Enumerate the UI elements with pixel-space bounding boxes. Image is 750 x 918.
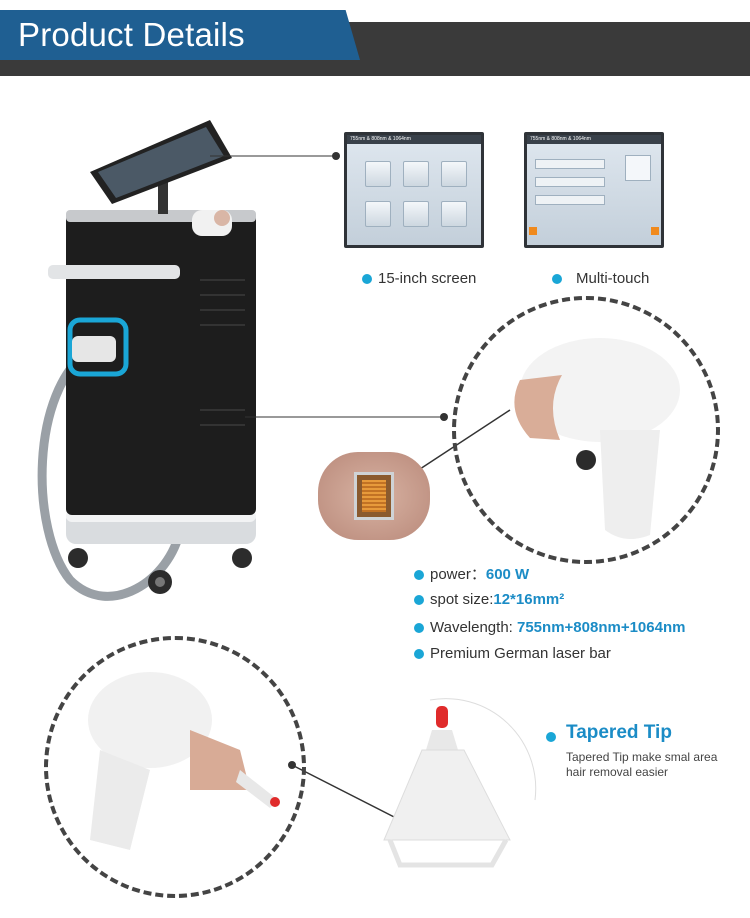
header-title-banner (0, 10, 360, 60)
tip-handpiece-circle (44, 636, 306, 898)
touch-screen-menu: 755nm & 808nm & 1064nm (344, 132, 484, 248)
pulse-width-row (535, 177, 605, 187)
tapered-tip-image (383, 698, 537, 868)
screen-topbar: 755nm & 808nm & 1064nm (347, 135, 481, 144)
screen-tile-face (365, 161, 391, 187)
touch-screen-settings: 755nm & 808nm & 1064nm (524, 132, 664, 248)
energy-row (535, 159, 605, 169)
screen-tile-arm (441, 161, 467, 187)
screen-topbar: 755nm & 808nm & 1064nm (527, 135, 661, 144)
bullet-dot-icon (414, 623, 424, 633)
cooling-plus-button (651, 227, 659, 235)
bullet-dot-icon (414, 649, 424, 659)
bullet-dot-icon (552, 274, 562, 284)
page-title: Product Details (18, 16, 245, 53)
caption-multi-touch: Multi-touch (552, 270, 649, 287)
laser-bar-glass (362, 480, 386, 512)
tip-title: Tapered Tip (566, 722, 672, 743)
orange-button (529, 227, 537, 235)
armpit-tile (625, 155, 651, 181)
tip-description: Tapered Tip make smal area hair removal … (566, 750, 718, 779)
laser-machine-image (37, 120, 256, 601)
tip-handpiece-image (88, 672, 280, 850)
screen-tile-armpit (403, 161, 429, 187)
spec-wavelength: Wavelength: 755nm+808nm+1064nm (414, 619, 685, 636)
screen-tile-leg (441, 201, 467, 227)
tip-bullet (546, 728, 562, 746)
bullet-dot-icon (546, 732, 556, 742)
caption-screen-size: 15-inch screen (362, 270, 476, 287)
spec-laser-bar: Premium German laser bar (414, 645, 611, 662)
bullet-dot-icon (414, 595, 424, 605)
spec-spot-size: spot size:12*16mm² (414, 591, 564, 608)
screen-tile-body (365, 201, 391, 227)
bullet-dot-icon (414, 570, 424, 580)
spec-power: power：600 W (414, 563, 529, 584)
frequency-row (535, 195, 605, 205)
bullet-dot-icon (362, 274, 372, 284)
handpiece-image (514, 338, 680, 539)
handpiece-zoom-circle (452, 296, 720, 564)
screen-tile-bikini (403, 201, 429, 227)
